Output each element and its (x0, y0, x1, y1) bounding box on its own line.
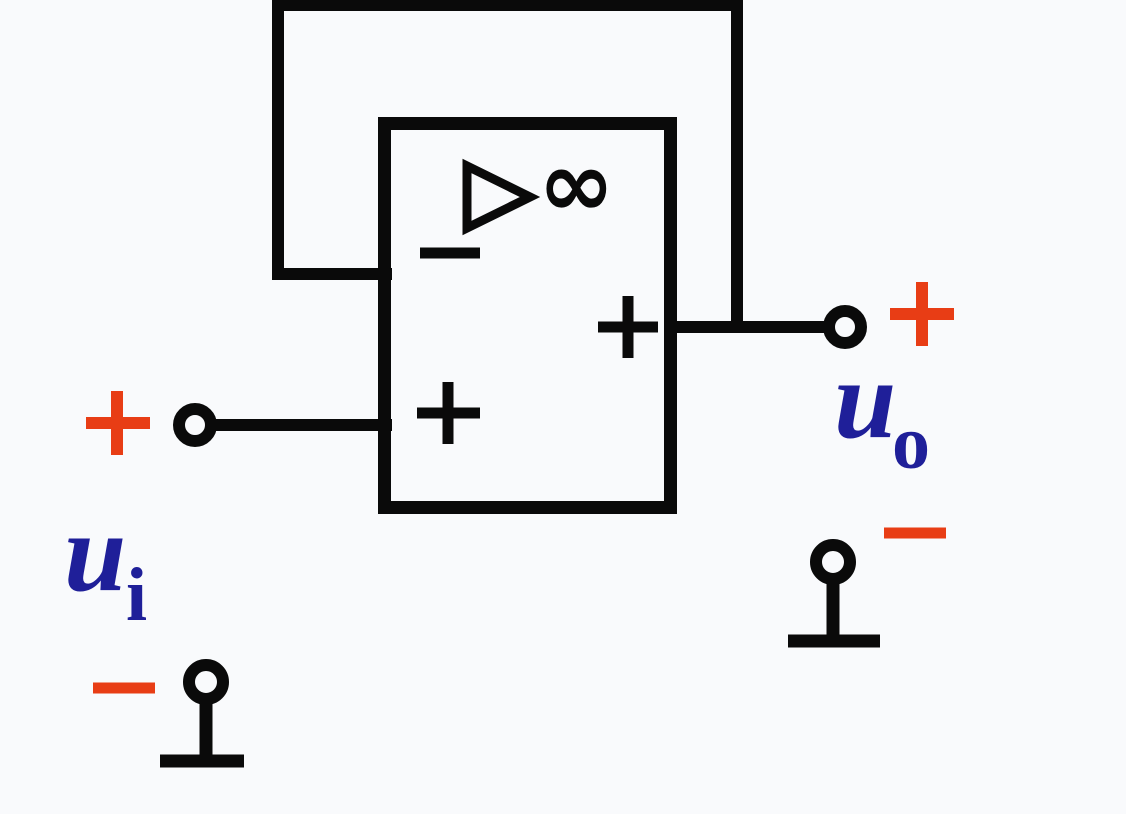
input-post-circle (183, 659, 229, 705)
output-polarity-plus-icon (890, 282, 954, 346)
output-voltage-label: u o (834, 338, 930, 485)
input-label-u: u (64, 491, 126, 615)
input-voltage-label: u i (64, 491, 147, 637)
output-post-circle (810, 539, 856, 585)
input-label-subscript: i (126, 553, 147, 637)
opamp-output-plus-icon (598, 296, 658, 358)
infinite-gain-symbol: ∞ (538, 131, 615, 238)
output-label-subscript: o (892, 401, 930, 485)
noninverting-input-plus-icon (417, 382, 480, 444)
output-terminal-circle (823, 305, 867, 349)
feedback-wire (272, 0, 743, 327)
input-return-terminal-post (160, 659, 244, 768)
amplifier-triangle-icon (462, 158, 541, 236)
input-terminal-circle (173, 403, 217, 447)
output-return-terminal-post (788, 539, 880, 648)
input-polarity-plus-icon (86, 391, 150, 455)
opamp-box (378, 117, 677, 514)
output-label-u: u (834, 338, 896, 462)
